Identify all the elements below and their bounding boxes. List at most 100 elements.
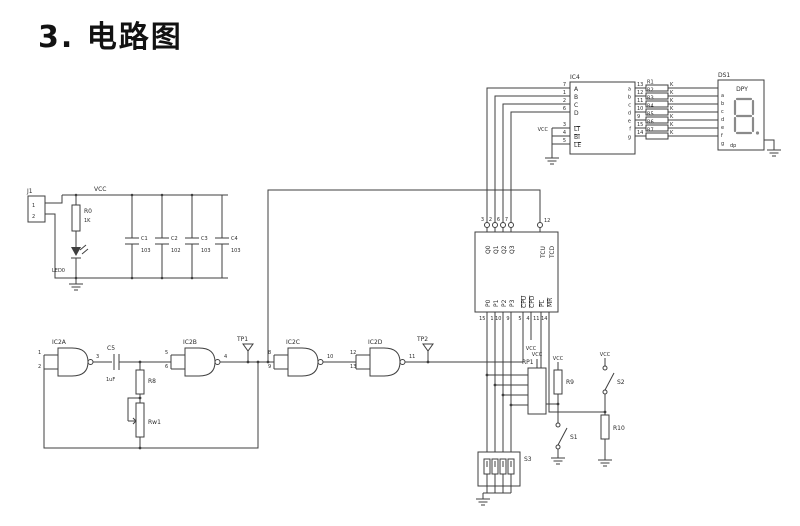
seg-a-pin: a xyxy=(721,93,724,99)
q3-pin: 7 xyxy=(505,217,508,223)
testpoint-tp2: TP2 xyxy=(416,336,434,362)
j1-pin2-label: 2 xyxy=(32,214,35,220)
c5-value: 1uF xyxy=(106,377,115,383)
c2-label: C2 xyxy=(171,236,178,242)
c2-value: 102 xyxy=(171,248,181,254)
r4-label: R4 xyxy=(647,104,654,110)
q1-label: Q1 xyxy=(493,245,500,254)
dp-label: dp xyxy=(730,143,736,149)
p3-label: P3 xyxy=(509,299,516,307)
feedback-wire xyxy=(267,189,541,362)
in-d-pin: 6 xyxy=(563,106,566,112)
p0-pin: 15 xyxy=(479,316,485,322)
out-a-label: a xyxy=(628,87,631,93)
out-e-label: e xyxy=(628,119,631,125)
bi-label: BI xyxy=(574,134,580,141)
out-g-label: g xyxy=(628,135,631,141)
rp1-network: RP1 VCC xyxy=(485,352,547,415)
seg-e-pin: e xyxy=(721,125,724,131)
s1-label: S1 xyxy=(570,434,578,441)
mr-pin: 14 xyxy=(541,316,547,322)
ground-symbol xyxy=(550,457,566,465)
out-f-label: f xyxy=(629,127,631,133)
r7-value: K xyxy=(670,130,674,136)
q2-label: Q2 xyxy=(501,245,508,254)
s2-label: S2 xyxy=(617,379,625,386)
vcc-label-main: VCC xyxy=(94,186,106,193)
counter-body xyxy=(474,231,559,313)
c1-label: C1 xyxy=(141,236,148,242)
dpy-label: DPY xyxy=(736,86,748,93)
capacitor-c2: C2 102 xyxy=(155,195,181,278)
lt-pin: 3 xyxy=(563,122,566,128)
r2-value: K xyxy=(670,90,674,96)
out-d-label: d xyxy=(628,111,631,117)
oscillator-wires xyxy=(43,312,524,450)
seg-b-pin: b xyxy=(721,101,724,107)
ic2c-pin10: 10 xyxy=(327,354,333,360)
in-d-label: D xyxy=(574,110,579,117)
preset-wires xyxy=(486,312,512,452)
r6-label: R6 xyxy=(647,120,654,126)
cpd-label: CPD xyxy=(529,295,536,308)
led0: LED0 xyxy=(52,244,89,291)
in-b-pin: 1 xyxy=(563,90,566,96)
q2-pin: 6 xyxy=(497,217,500,223)
ic2b-label: IC2B xyxy=(183,339,197,346)
p2-label: P2 xyxy=(501,299,508,307)
resistor-r0: R0 1K xyxy=(71,195,92,247)
ground-symbol xyxy=(68,283,84,291)
seven-segment-digit xyxy=(733,97,760,135)
r6-value: K xyxy=(670,122,674,128)
resistor-network: 13 R1 K 12 R2 K 11 R3 K 10 R4 K 9 R5 K 1 xyxy=(635,80,718,140)
r9-vcc-label: VCC xyxy=(553,356,564,362)
j1-pin1-label: 1 xyxy=(32,203,35,209)
rp1-vcc-label: VCC xyxy=(532,352,543,358)
ic2a-pin2: 2 xyxy=(38,364,41,370)
tp1-label: TP1 xyxy=(236,336,248,343)
s3-label: S3 xyxy=(524,456,532,463)
mr-wire xyxy=(548,312,605,413)
pl-pin: 11 xyxy=(533,316,539,322)
out-f-pin: 15 xyxy=(637,122,643,128)
resistor-r8: R8 xyxy=(135,362,156,403)
r2-label: R2 xyxy=(647,88,654,94)
r8-label: R8 xyxy=(148,378,156,385)
c1-value: 103 xyxy=(141,248,151,254)
tcu-label: TCU xyxy=(540,246,547,259)
decoder-vcc-label: VCC xyxy=(538,127,549,133)
in-a-pin: 7 xyxy=(563,82,566,88)
ic2d-pin13: 13 xyxy=(350,364,356,370)
resistor-r9-switch-s1: VCC R9 S1 xyxy=(550,356,578,465)
le-pin: 5 xyxy=(563,138,566,144)
capacitor-c3: C3 103 xyxy=(185,195,211,278)
r7-label: R7 xyxy=(647,128,654,134)
tp2-label: TP2 xyxy=(416,336,428,343)
p2-pin: 10 xyxy=(495,316,501,322)
ic2a-pin3: 3 xyxy=(96,354,99,360)
ground-symbol xyxy=(597,459,613,467)
ic2b-pin5: 5 xyxy=(165,350,168,356)
ic2c-pin9: 9 xyxy=(268,364,271,370)
seg-c-pin: c xyxy=(721,109,724,115)
pl-label: PL xyxy=(539,299,546,307)
r1-label: R1 xyxy=(647,80,654,86)
ground-symbol xyxy=(766,149,782,157)
seg-g-pin: g xyxy=(721,141,724,147)
nand-gate-ic2c: IC2C 8 9 10 xyxy=(268,339,333,377)
out-d-pin: 10 xyxy=(637,106,643,112)
r0-value: 1K xyxy=(84,218,91,224)
ic2b-pin4: 4 xyxy=(224,354,227,360)
r3-value: K xyxy=(670,98,674,104)
decoder-ic4: IC4 7 1 2 6 A B C D VCC 3 4 5 LT BI LE a… xyxy=(538,74,636,165)
cpd-pin: 4 xyxy=(526,316,529,322)
capacitor-c5: C5 1uF xyxy=(106,345,115,383)
lt-label: LT xyxy=(574,126,581,133)
testpoint-tp1: TP1 xyxy=(236,336,254,362)
ic2d-pin11: 11 xyxy=(409,354,415,360)
connector-j1: J1 1 2 xyxy=(26,188,228,279)
q0-label: Q0 xyxy=(485,245,492,254)
dip-switch-s3: S3 xyxy=(475,451,532,506)
r3-label: R3 xyxy=(647,96,654,102)
